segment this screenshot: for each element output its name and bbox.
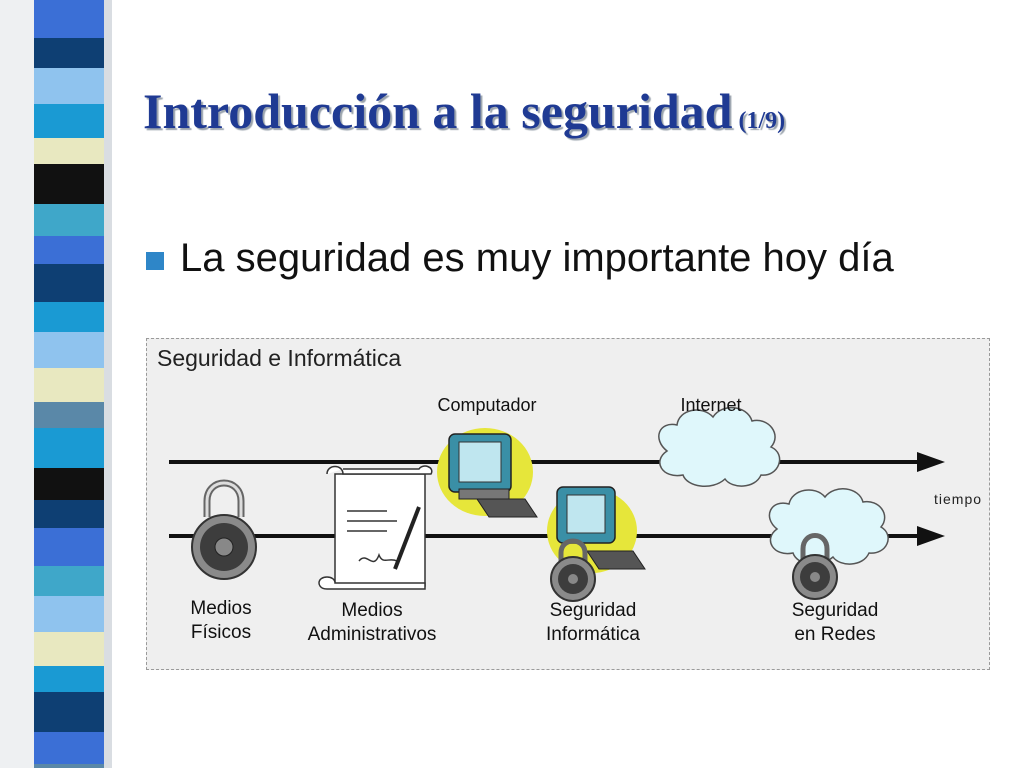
strip-band (34, 264, 104, 302)
strip-band (34, 666, 104, 692)
label-line: Informática (546, 624, 640, 645)
secure-computer-icon (547, 486, 646, 602)
label-internet: Internet (680, 395, 742, 415)
label-line: Seguridad (791, 600, 879, 621)
page-indicator: (1/9) (738, 108, 786, 134)
strip-band (34, 138, 104, 164)
padlock-icon (191, 479, 257, 580)
label-tiempo: tiempo (934, 491, 983, 507)
label-medios-administrativos: Medios Administrativos (308, 599, 437, 647)
arrowhead-top (917, 452, 945, 472)
security-diagram: Seguridad e Informática (146, 338, 990, 670)
bullet-square-icon (146, 251, 164, 270)
diagram-graphics (169, 407, 945, 602)
strip-band (34, 38, 104, 68)
slide-title: Introducción a la seguridad(1/9) (143, 82, 785, 140)
title-text: Introducción a la seguridad (143, 83, 733, 139)
strip-band (34, 204, 104, 236)
document-scroll-icon (318, 465, 433, 590)
strip-band (34, 528, 104, 566)
strip-band (34, 732, 104, 764)
computer-icon (437, 428, 538, 518)
strip-band (34, 164, 104, 204)
strip-band (34, 468, 104, 500)
strip-band (34, 764, 104, 768)
internet-cloud-icon (658, 407, 781, 487)
strip-band (34, 566, 104, 596)
strip-edge (104, 0, 112, 768)
strip-band (34, 596, 104, 632)
label-seguridad-informatica: Seguridad Informática (546, 599, 640, 647)
label-medios-fisicos: Medios Físicos (190, 597, 251, 645)
label-line: Seguridad (549, 600, 637, 621)
arrowhead-bottom (917, 526, 945, 546)
label-line: en Redes (794, 624, 876, 645)
label-line: Administrativos (307, 624, 437, 645)
strip-band (34, 236, 104, 264)
strip-band (34, 632, 104, 666)
bullet-item: La seguridad es muy importante hoy día (146, 236, 894, 281)
strip-band (34, 402, 104, 428)
label-line: Físicos (190, 622, 252, 643)
label-line: Medios (341, 600, 403, 621)
network-padlock-icon (792, 533, 838, 600)
strip-band (34, 428, 104, 468)
strip-band (34, 302, 104, 332)
bullet-text: La seguridad es muy importante hoy día (180, 236, 894, 280)
strip-background (0, 0, 34, 768)
strip-band (34, 692, 104, 732)
strip-band (34, 500, 104, 528)
label-seguridad-redes: Seguridad en Redes (792, 599, 879, 647)
diagram-title: Seguridad e Informática (157, 345, 402, 371)
label-computador: Computador (437, 395, 537, 415)
strip-band (34, 332, 104, 368)
decorative-color-strip (0, 0, 112, 768)
label-line: Medios (190, 598, 252, 619)
strip-band (34, 0, 104, 38)
strip-band (34, 104, 104, 138)
strip-band (34, 368, 104, 402)
strip-band (34, 68, 104, 104)
